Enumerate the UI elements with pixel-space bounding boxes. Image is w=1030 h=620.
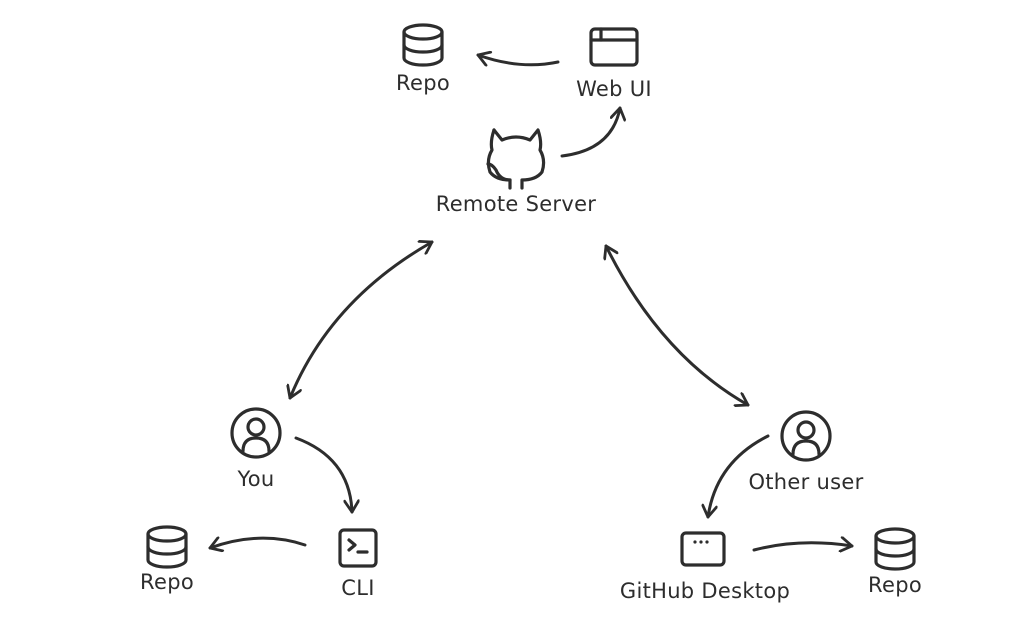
edge-remote-you-bidirectional-arrow	[290, 242, 434, 400]
edge-webui-to-repo-arrow	[476, 55, 560, 65]
remote-server-label: Remote Server	[435, 192, 597, 216]
github-octocat-icon	[486, 128, 546, 190]
other-user-label: Other user	[748, 470, 864, 494]
app-window-icon	[680, 531, 726, 567]
edge-remote-otheruser-bidirectional-arrow	[606, 244, 750, 405]
edge-otheruser-to-desktop-arrow	[708, 434, 770, 519]
edge-cli-to-repo-arrow	[208, 538, 307, 548]
user-icon	[230, 407, 282, 459]
terminal-icon	[338, 528, 378, 568]
repo-top-label: Repo	[396, 71, 450, 95]
edge-desktop-to-repo-arrow	[752, 543, 854, 550]
database-icon	[402, 23, 444, 67]
cli-label: CLI	[341, 576, 375, 600]
edge-you-to-cli-arrow	[294, 436, 352, 514]
you-label: You	[237, 467, 275, 491]
repo-left-label: Repo	[140, 570, 194, 594]
database-icon	[146, 525, 188, 569]
browser-window-icon	[589, 27, 639, 67]
edge-remote-to-webui-arrow	[560, 106, 620, 158]
web-ui-label: Web UI	[576, 77, 652, 101]
repo-right-label: Repo	[868, 573, 922, 597]
github-desktop-label: GitHub Desktop	[619, 579, 791, 603]
database-icon	[874, 527, 916, 571]
user-icon	[780, 410, 832, 462]
